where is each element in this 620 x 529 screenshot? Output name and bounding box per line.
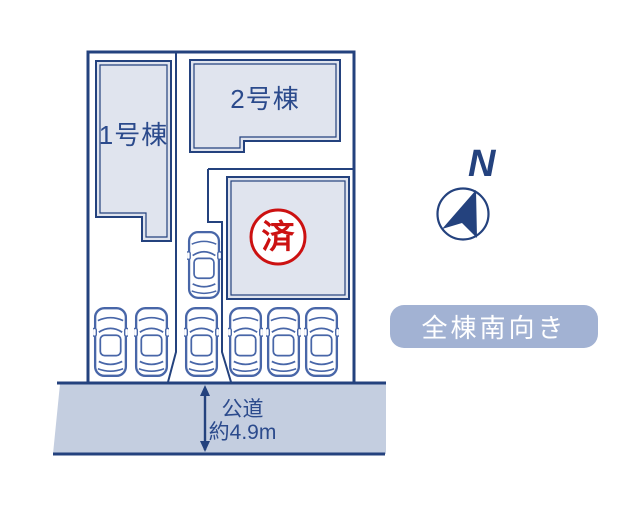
road-surface — [53, 384, 386, 454]
car-icon — [93, 306, 128, 378]
building-1-shape — [95, 60, 172, 242]
car-icon — [228, 306, 263, 378]
road-width-label: 約4.9m — [208, 421, 277, 444]
car-icon — [184, 306, 219, 378]
car-icon — [266, 306, 301, 378]
building-2-shape — [189, 59, 341, 153]
sold-stamp-label: 済 — [261, 218, 295, 255]
plot-boundary — [86, 50, 356, 385]
building-3-inner-line — [230, 180, 346, 296]
building-1-inner-line — [99, 64, 168, 238]
compass-north-arrow-icon — [442, 190, 477, 238]
road-width-arrowhead-bottom — [200, 441, 210, 452]
parcel-divider-left — [167, 53, 177, 383]
car-icon — [304, 306, 339, 378]
building-3-shape — [226, 176, 350, 300]
road-width-arrowhead-top — [200, 385, 210, 396]
building-2-inner-line — [193, 63, 337, 149]
building-2-label: 2号棟 — [230, 84, 300, 114]
sold-stamp-circle — [249, 208, 307, 266]
car-icon — [134, 306, 169, 378]
car-icon — [187, 230, 221, 300]
parcel-divider-right — [207, 169, 232, 383]
road-name-label: 公道 — [221, 398, 264, 421]
south-facing-badge: 全棟南向き — [390, 305, 598, 348]
building-1-label: 1号棟 — [98, 120, 169, 150]
compass-north-label: N — [468, 143, 496, 185]
